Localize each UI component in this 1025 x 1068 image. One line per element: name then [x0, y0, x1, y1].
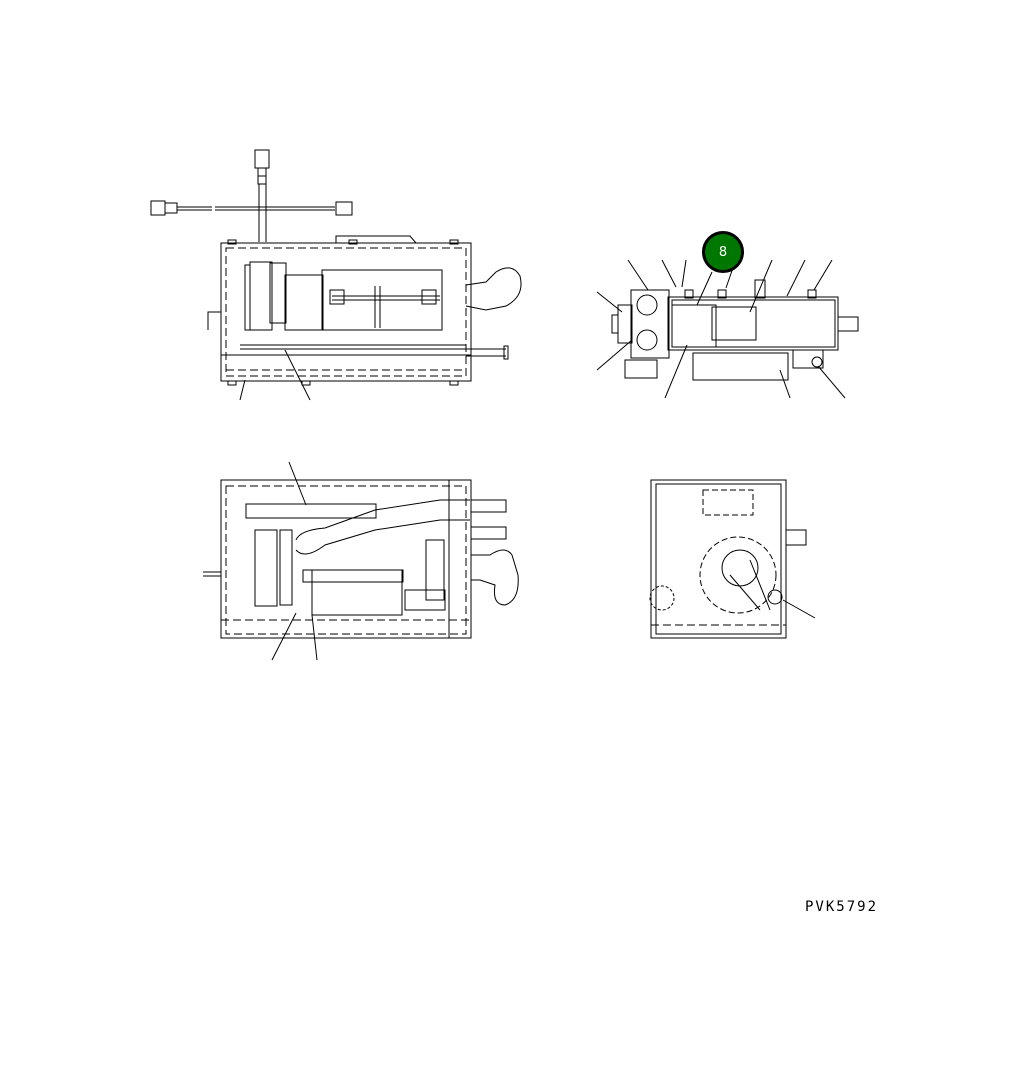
view-rear — [203, 462, 518, 660]
view-side — [597, 260, 858, 398]
drawing-id-label: PVK5792 — [805, 899, 879, 915]
view-front-with-harness — [151, 150, 521, 400]
callout-number: 8 — [718, 244, 728, 260]
view-end — [650, 480, 815, 638]
callout-badge-8[interactable]: 8 — [702, 231, 744, 273]
